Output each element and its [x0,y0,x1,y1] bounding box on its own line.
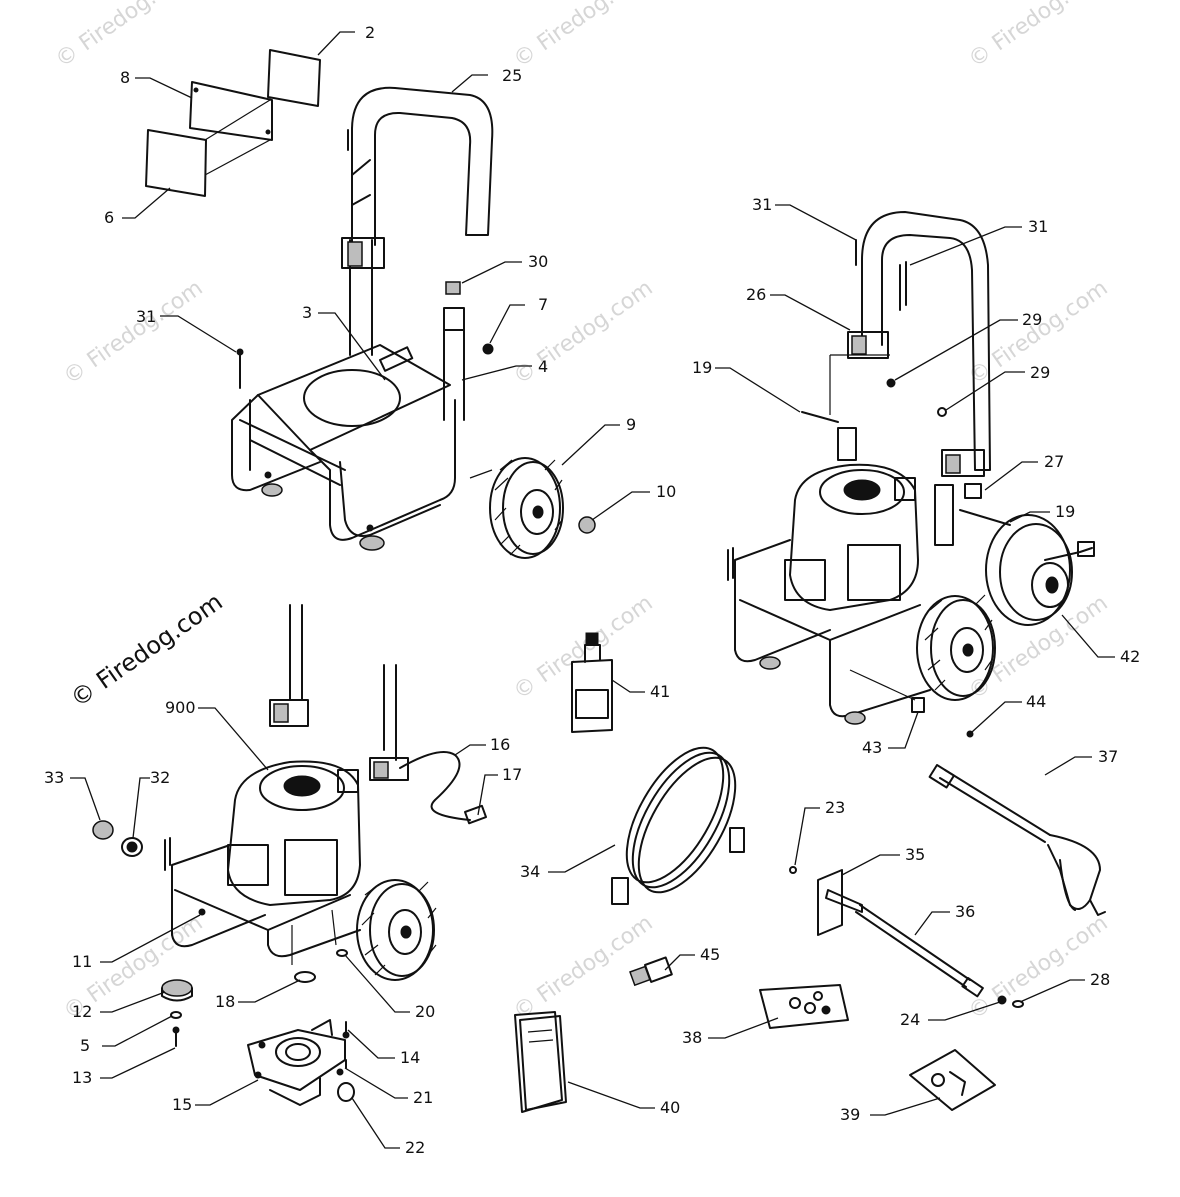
oil-bottle [571,632,613,733]
callout-label: 15 [172,1095,192,1114]
frame-deck [257,344,451,451]
callout-label: 10 [656,482,676,501]
handle [861,211,991,471]
callout-label: 34 [520,862,540,881]
pump-assembly [92,604,488,1106]
watermark-text: © Firedog.com [509,591,657,705]
quick-connect-adapter [629,956,673,987]
watermark-text: © Firedog.com [964,911,1112,1025]
callout-label: 36 [955,902,975,921]
callout-label: 12 [72,1002,92,1021]
callout-label: 3 [302,303,312,322]
callout-label: 32 [150,768,170,787]
hubcap-part [578,516,596,534]
callout-label: 17 [502,765,522,784]
callout-label: 5 [80,1036,90,1055]
callout-label: 30 [528,252,548,271]
callout-label: 2 [365,23,375,42]
engine [789,463,919,611]
leader-lines [70,31,1115,1149]
spray-wand [789,866,1024,1008]
callout-label: 16 [490,735,510,754]
callout-label: 8 [120,68,130,87]
callout-label: 31 [752,195,772,214]
callout-label: 4 [538,357,548,376]
callout-label: 9 [626,415,636,434]
callout-label: 29 [1022,310,1042,329]
callout-label: 26 [746,285,766,304]
knob-part [482,343,494,355]
callout-label: 23 [825,798,845,817]
cap-part [445,281,461,295]
callout-label: 21 [413,1088,433,1107]
hose-reel [985,514,1071,626]
decal-plate [189,81,273,141]
decal-part [145,129,207,197]
callout-label: 31 [136,307,156,326]
callout-label: 29 [1030,363,1050,382]
full-assembly-right [727,211,1095,738]
watermark-text: © Firedog.com [51,0,199,73]
watermark-text: © Firedog.com [509,911,657,1025]
watermark-text: © Firedog.com [964,0,1112,73]
watermark-text: © Firedog.com [509,0,657,73]
watermark-text: © Firedog.com [59,276,207,390]
brand-watermark: © Firedog.com [65,588,227,713]
callout-label: 44 [1026,692,1046,711]
callout-label: 37 [1098,747,1118,766]
frame-assembly [145,49,596,559]
callout-label: 11 [72,952,92,971]
tool-card [909,1049,996,1111]
foot-part [161,979,193,997]
callout-label: 22 [405,1138,425,1157]
callout-label: 28 [1090,970,1110,989]
cap-part [92,820,114,840]
callout-label: 6 [104,208,114,227]
callout-label: 41 [650,682,670,701]
high-pressure-hose [611,746,745,905]
callout-label: 25 [502,66,522,85]
handle-bracket [341,237,385,269]
callout-label: 33 [44,768,64,787]
callout-label: 19 [692,358,712,377]
callout-label: 38 [682,1028,702,1047]
callout-label: 35 [905,845,925,864]
callout-labels: 2 8 25 6 30 3 7 31 4 9 10 31 31 26 29 19… [44,23,1140,1157]
nozzle-kit [759,984,849,1029]
owners-manual [514,1011,567,1113]
callout-label: 19 [1055,502,1075,521]
callout-label: 18 [215,992,235,1011]
decal-part [267,49,321,107]
callout-label: 40 [660,1098,680,1117]
callout-label: 24 [900,1010,920,1029]
callout-label: 13 [72,1068,92,1087]
wheel [489,457,561,559]
handle [351,86,494,246]
callout-label: 20 [415,1002,435,1021]
callout-label: 42 [1120,647,1140,666]
callout-label: 31 [1028,217,1048,236]
callout-label: 7 [538,295,548,314]
callout-label: 27 [1044,452,1064,471]
callout-label: 43 [862,738,882,757]
callout-label: 900 [165,698,196,717]
callout-label: 45 [700,945,720,964]
spray-gun [928,764,1106,916]
watermark-text: © Firedog.com [509,276,657,390]
callout-label: 14 [400,1048,420,1067]
callout-label: 39 [840,1105,860,1124]
